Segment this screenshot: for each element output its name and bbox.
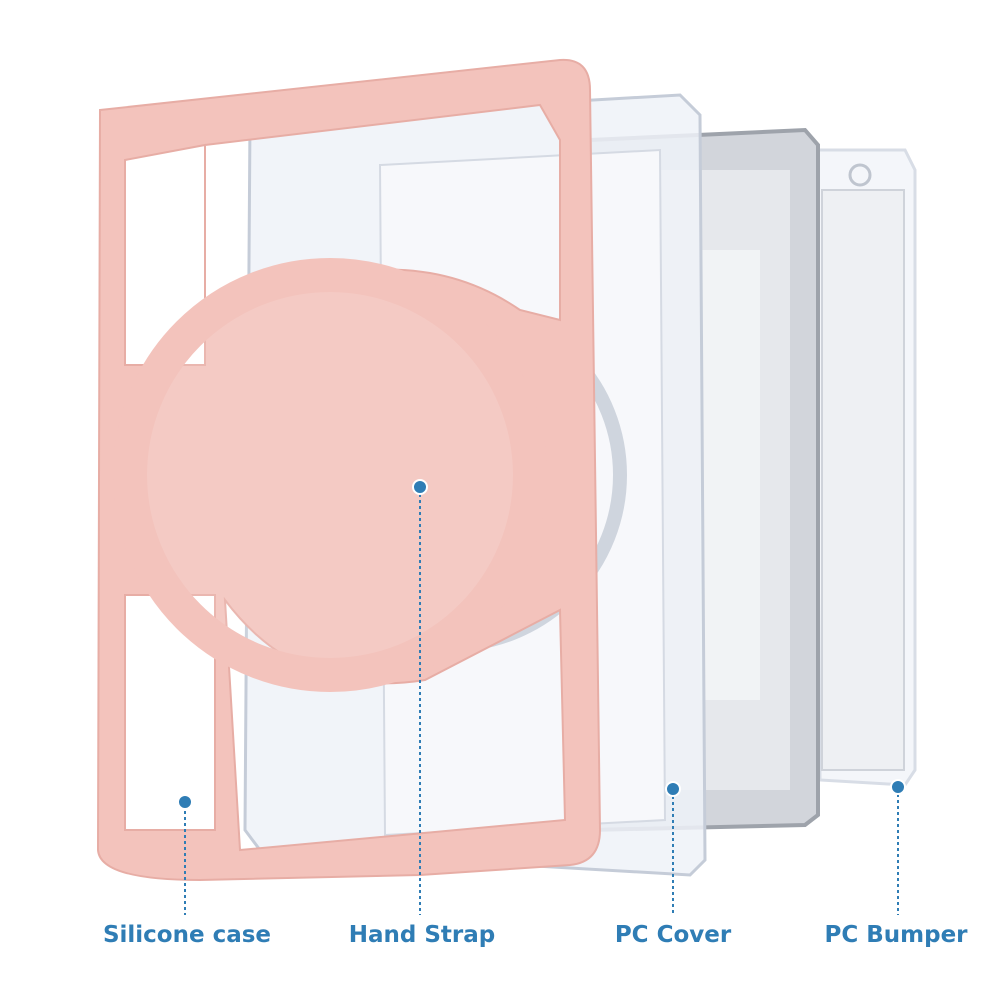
pc-bumper xyxy=(813,148,917,787)
silicone-case xyxy=(96,58,602,882)
callout-dots xyxy=(177,479,906,810)
callout-lines xyxy=(184,488,899,915)
label-pc-cover: PC Cover xyxy=(614,922,732,948)
label-pc-bumper: PC Bumper xyxy=(824,922,968,948)
label-silicone-case: Silicone case xyxy=(102,922,272,948)
label-hand-strap: Hand Strap xyxy=(348,922,496,948)
